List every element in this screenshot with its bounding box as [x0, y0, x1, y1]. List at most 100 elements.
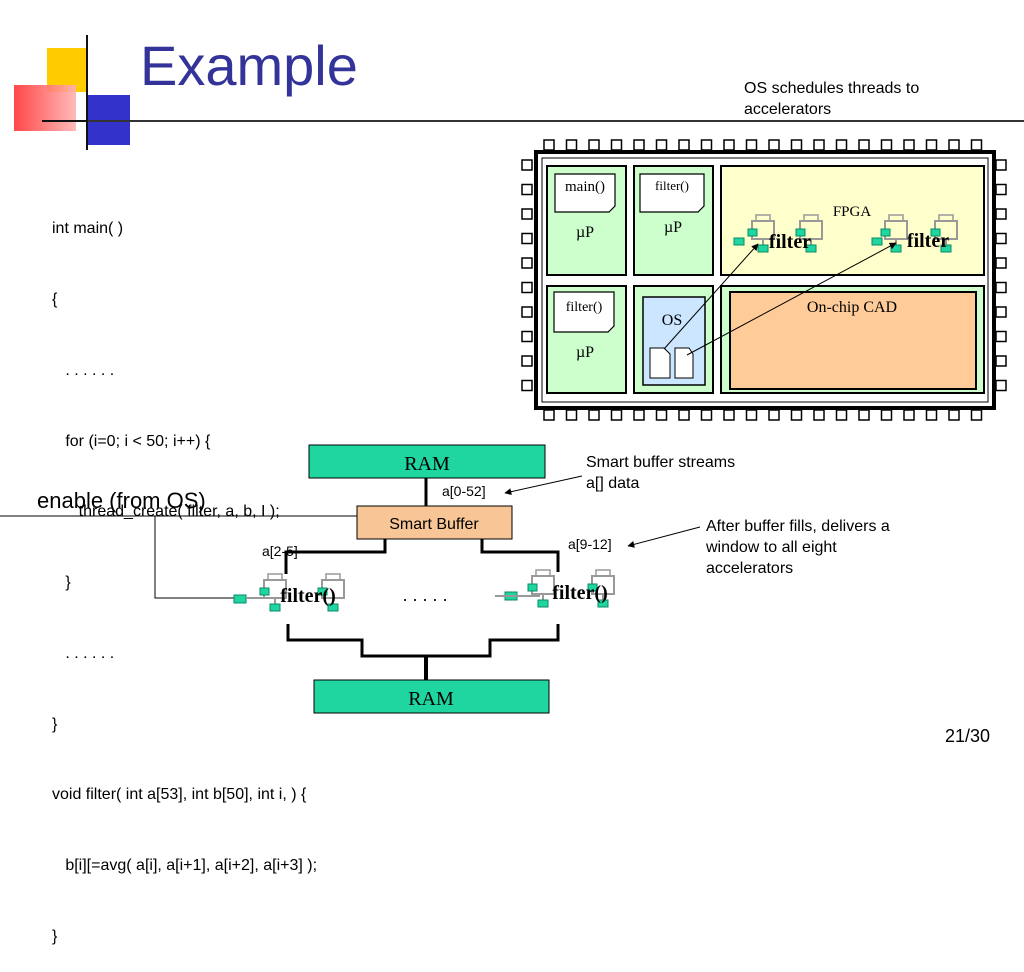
chip-pin [588, 139, 600, 151]
code-line: void filter( int a[53], int b[50], int i… [52, 786, 307, 804]
chip-pin [521, 183, 533, 196]
code-line: for (i=0; i < 50; i++) { [52, 432, 211, 450]
title-underline [88, 120, 1024, 122]
file-label: filter() [566, 300, 603, 315]
chip-pin [995, 306, 1007, 318]
chip-pin [521, 159, 533, 171]
chip-pin [880, 409, 893, 421]
chip-pin [835, 409, 848, 421]
chip-pin [903, 409, 915, 421]
code-line: { [52, 290, 58, 308]
chip-pin [858, 409, 870, 421]
code-line: b[i][=avg( a[i], a[i+1], a[i+2], a[i+3] … [52, 857, 318, 875]
chip-pin [521, 355, 533, 367]
smart-buffer-note: Smart buffer streams a[] data [586, 454, 736, 492]
chip-pin [633, 139, 645, 151]
chip-pin [790, 409, 803, 421]
processor-label: µP [664, 219, 682, 236]
chip-pin [723, 409, 735, 421]
chip-pin [995, 232, 1007, 245]
svg-text:RAM: RAM [404, 453, 450, 475]
code-line: . . . . . . [52, 361, 115, 379]
filter-accelerator-right: filter() [495, 569, 615, 608]
chip-pin [858, 139, 870, 151]
chip-pin [521, 306, 533, 318]
diagram-canvas: main() µP filter() µP filter() µP OS FPG… [0, 139, 1007, 714]
cad-label: On-chip CAD [807, 299, 897, 316]
chip-pin [995, 379, 1007, 392]
code-line: } [52, 574, 71, 592]
annotation-arrow [627, 526, 701, 548]
chip-pin [768, 139, 780, 151]
processor-main: main() µP [546, 165, 627, 276]
chip-pin [880, 139, 893, 151]
chip-pin [610, 139, 623, 151]
chip-pin [925, 409, 938, 421]
filter-accelerator-left: filter() [233, 573, 345, 612]
chip-pin [700, 409, 713, 421]
chip-pin [655, 409, 668, 421]
chip-pin [813, 409, 825, 421]
chip-pin [543, 409, 555, 421]
chip-pin [565, 409, 578, 421]
enable-label: enable (from OS) [37, 488, 206, 513]
chip-pin [995, 159, 1007, 171]
chip-pin [610, 409, 623, 421]
chip-pin [521, 281, 533, 294]
ram-bottom: RAM [313, 679, 550, 714]
chip-pin [925, 139, 938, 151]
fpga-filter-right: filter [907, 230, 949, 252]
range-left-label: a[2-5] [262, 543, 298, 559]
chip-pin [633, 409, 645, 421]
chip-pin [521, 208, 533, 220]
svg-text:filter(): filter() [552, 582, 608, 604]
svg-text:filter(): filter() [280, 585, 336, 607]
chip-pin [588, 409, 600, 421]
chip-pin [995, 183, 1007, 196]
chip-pin [543, 139, 555, 151]
page-number: 21/30 [944, 726, 990, 746]
chip-caption: OS schedules threads to accelerators [744, 80, 920, 118]
smart-buffer: Smart Buffer [356, 505, 513, 540]
code-line: } [52, 715, 58, 733]
chip-pin [813, 139, 825, 151]
os-label: OS [662, 312, 682, 329]
code-line: } [52, 928, 58, 945]
chip-pin [903, 139, 915, 151]
code-line: int main( ) [52, 220, 124, 238]
fpga-filter-left: filter [769, 231, 811, 253]
cad-block: On-chip CAD [720, 285, 985, 394]
chip-pin [995, 257, 1007, 269]
chip-pin [521, 379, 533, 392]
processor-label: µP [576, 344, 594, 361]
buffer-fill-note: After buffer fills, delivers a window to… [706, 518, 890, 577]
range-all-label: a[0-52] [442, 483, 486, 499]
chip-pin [745, 139, 758, 151]
processor-filter-top: filter() µP [633, 165, 714, 276]
file-label: filter() [655, 178, 689, 193]
chip-pin [970, 139, 983, 151]
chip-pin [948, 139, 960, 151]
svg-text:Smart Buffer: Smart Buffer [389, 516, 479, 533]
chip-pin [995, 208, 1007, 220]
chip-pin [835, 139, 848, 151]
processor-filter-bottom: filter() µP [546, 285, 627, 394]
schedule-arrow [686, 242, 897, 356]
chip-pin [995, 281, 1007, 294]
ellipsis: . . . . . [402, 585, 447, 605]
chip-pin [700, 139, 713, 151]
chip-pin [521, 232, 533, 245]
chip-pin [723, 139, 735, 151]
chip-pin [948, 409, 960, 421]
os-block: OS [633, 285, 714, 394]
schedule-arrow [663, 243, 759, 350]
range-right-label: a[9-12] [568, 536, 612, 552]
chip-pin [521, 257, 533, 269]
chip-pin [995, 355, 1007, 367]
chip-pin [995, 330, 1007, 343]
annotation-arrow [504, 475, 583, 496]
fpga-label: FPGA [833, 204, 872, 220]
code-line: . . . . . . [52, 644, 115, 662]
chip-pin [970, 409, 983, 421]
ram-top: RAM [308, 444, 546, 479]
